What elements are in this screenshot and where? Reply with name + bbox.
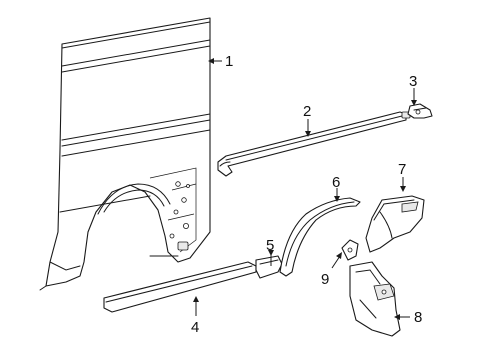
callout-1: 1 [225, 53, 233, 70]
side-panel-part [39, 17, 211, 291]
callout-5: 5 [266, 237, 274, 254]
rear-flare-part [365, 195, 425, 253]
callout-3: 3 [409, 73, 417, 90]
callout-8: 8 [414, 309, 422, 326]
mud-flap-part [349, 261, 401, 337]
bracket-part [341, 239, 359, 261]
callout-6: 6 [332, 174, 340, 191]
callout-2: 2 [303, 103, 311, 120]
callout-7: 7 [398, 161, 406, 178]
lower-molding-part [103, 261, 257, 313]
end-cap-part [255, 255, 283, 279]
clip-part [407, 103, 433, 119]
callout-4: 4 [191, 319, 199, 336]
molding-strip-part [217, 111, 411, 177]
callout-9: 9 [321, 271, 329, 288]
leader-lines [193, 58, 417, 320]
wheel-flare-part [279, 197, 361, 277]
